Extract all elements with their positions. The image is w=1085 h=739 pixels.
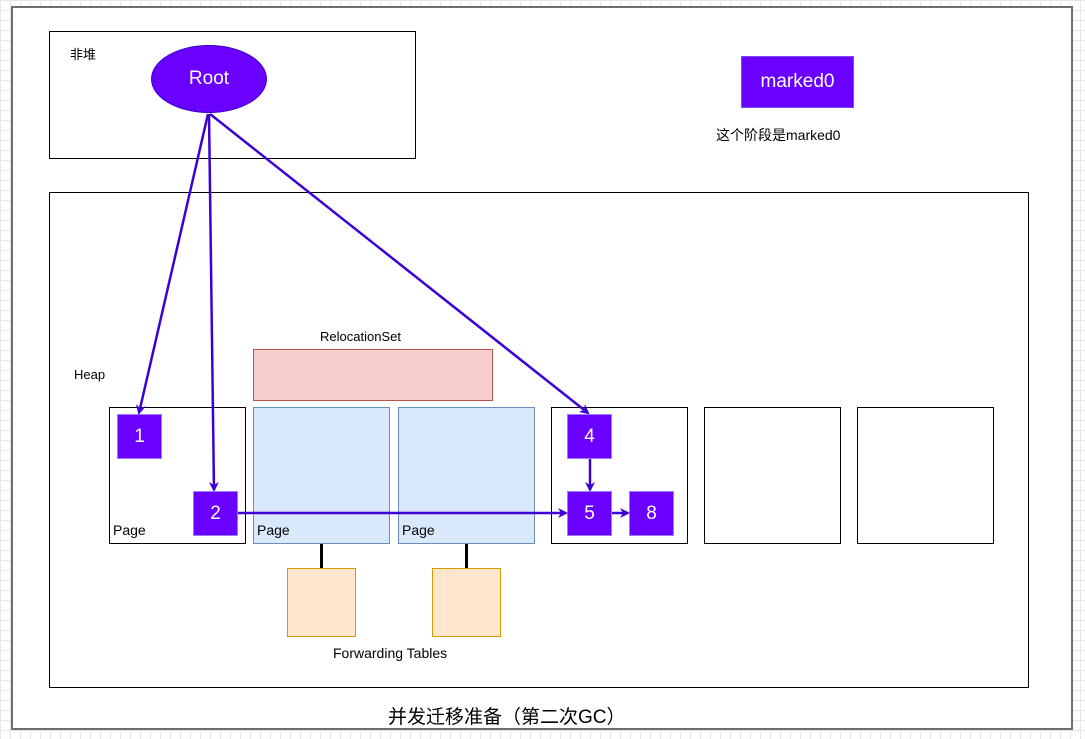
page-label: Page [257,522,290,538]
forwarding-table[interactable] [432,568,501,637]
forwarding-tables-label: Forwarding Tables [333,645,448,661]
object-1[interactable]: 1 [117,414,162,459]
forwarding-connector [320,544,323,569]
object-label: 1 [134,425,145,447]
heap-label: Heap [74,367,106,382]
phase-description: 这个阶段是marked0 [716,127,841,143]
forwarding-connector [465,544,468,569]
forwarding-table[interactable] [287,568,356,637]
object-8[interactable]: 8 [629,491,674,536]
phase-badge[interactable]: marked0 [741,56,854,108]
heap-page-6[interactable] [857,407,994,544]
root-node[interactable]: Root [151,45,267,113]
object-label: 5 [584,502,595,524]
heap-page-3-relocation[interactable] [398,407,535,544]
object-label: 8 [646,502,657,524]
heap-page-5[interactable] [704,407,841,544]
non-heap-label: 非堆 [70,47,97,62]
page-label: Page [402,522,435,538]
relocation-set[interactable] [253,349,493,401]
page-label: Page [113,522,146,538]
diagram-title: 并发迁移准备（第二次GC） [388,707,626,728]
object-4[interactable]: 4 [567,414,612,459]
heap-page-2-relocation[interactable] [253,407,390,544]
object-label: 4 [584,425,595,447]
object-label: 2 [210,502,221,524]
root-label: Root [188,68,230,89]
object-2[interactable]: 2 [193,491,238,536]
phase-badge-label: marked0 [760,71,835,92]
relocation-set-label: RelocationSet [320,329,401,344]
object-5[interactable]: 5 [567,491,612,536]
